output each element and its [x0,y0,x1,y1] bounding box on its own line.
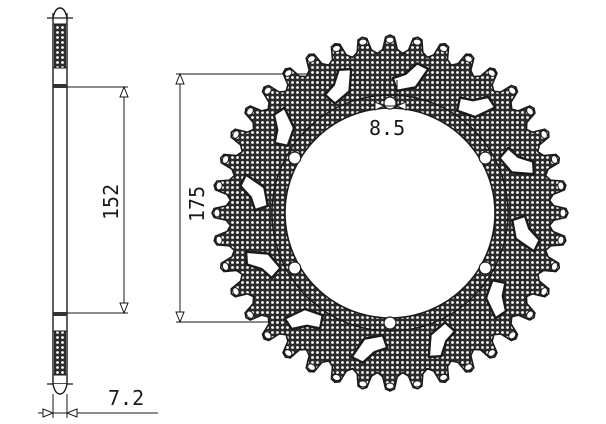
side-top-band [53,84,67,88]
side-bottom-tooth [52,383,68,395]
side-plate-outline [52,13,68,385]
side-view: 7.2 152 [38,7,158,418]
thickness-label: 7.2 [108,386,144,410]
side-bottom-band [53,312,67,316]
front-view: 175 8.5 [175,34,569,392]
side-top-tooth [52,7,68,19]
center-bore-label: 175 [185,186,209,222]
side-bottom-hatch [54,331,66,375]
side-top-hatch [54,24,66,68]
bolt-circle-label: 152 [99,184,123,220]
bolt-hole-label: 8.5 [369,116,405,140]
sprocket-body [211,34,569,392]
